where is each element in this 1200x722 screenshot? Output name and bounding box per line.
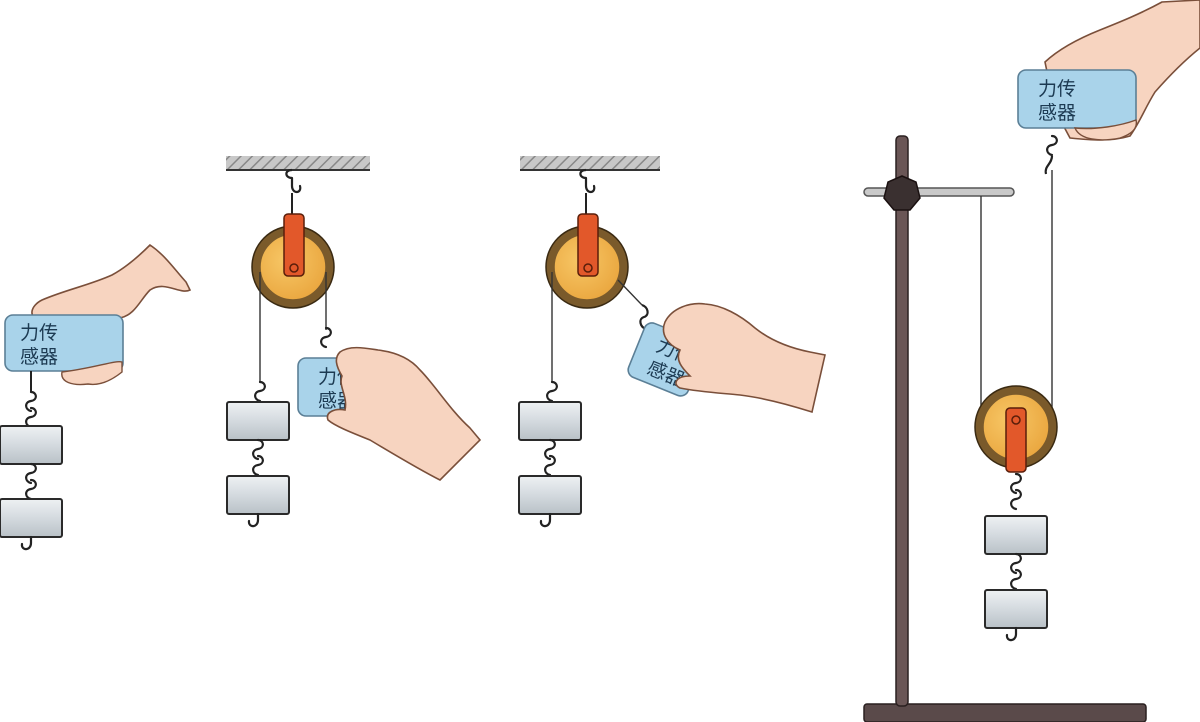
pulley-bracket	[1005, 407, 1027, 473]
weight-block	[0, 498, 63, 538]
hand-fingers-icon	[61, 360, 123, 386]
hand-icon	[662, 302, 826, 414]
figure-3-fixed-pulley-angled: 力传 感器	[518, 156, 826, 528]
weight-block	[518, 401, 582, 441]
figure-4-movable-pulley-stand: 力传 感器	[863, 0, 1200, 722]
sensor-label-line1: 力传	[20, 322, 58, 344]
force-sensor-body	[4, 314, 124, 372]
hand-icon	[31, 243, 192, 321]
stand-pole	[895, 135, 909, 707]
hand-fingers-icon	[1073, 119, 1138, 141]
figure-1-hand-held-sensor: 力传 感器	[0, 243, 192, 551]
hand-icon	[326, 346, 482, 481]
force-sensor-body	[1017, 69, 1137, 129]
weight-block	[984, 515, 1048, 555]
ceiling	[520, 156, 660, 170]
ceiling	[226, 156, 370, 170]
stand-base	[863, 703, 1147, 722]
figure-2-fixed-pulley-vertical: 力传 感器	[226, 156, 482, 528]
weight-block	[226, 401, 290, 441]
pulley-bracket	[283, 213, 305, 277]
sensor-label-line1: 力传	[1038, 78, 1076, 100]
clamp-knob	[883, 175, 921, 211]
weight-block	[0, 425, 63, 465]
weight-block	[518, 475, 582, 515]
weight-block	[226, 475, 290, 515]
pulley-bracket	[577, 213, 599, 277]
weight-block	[984, 589, 1048, 629]
sensor-label-line2: 感器	[1038, 102, 1076, 124]
sensor-label-line2: 感器	[20, 346, 58, 368]
